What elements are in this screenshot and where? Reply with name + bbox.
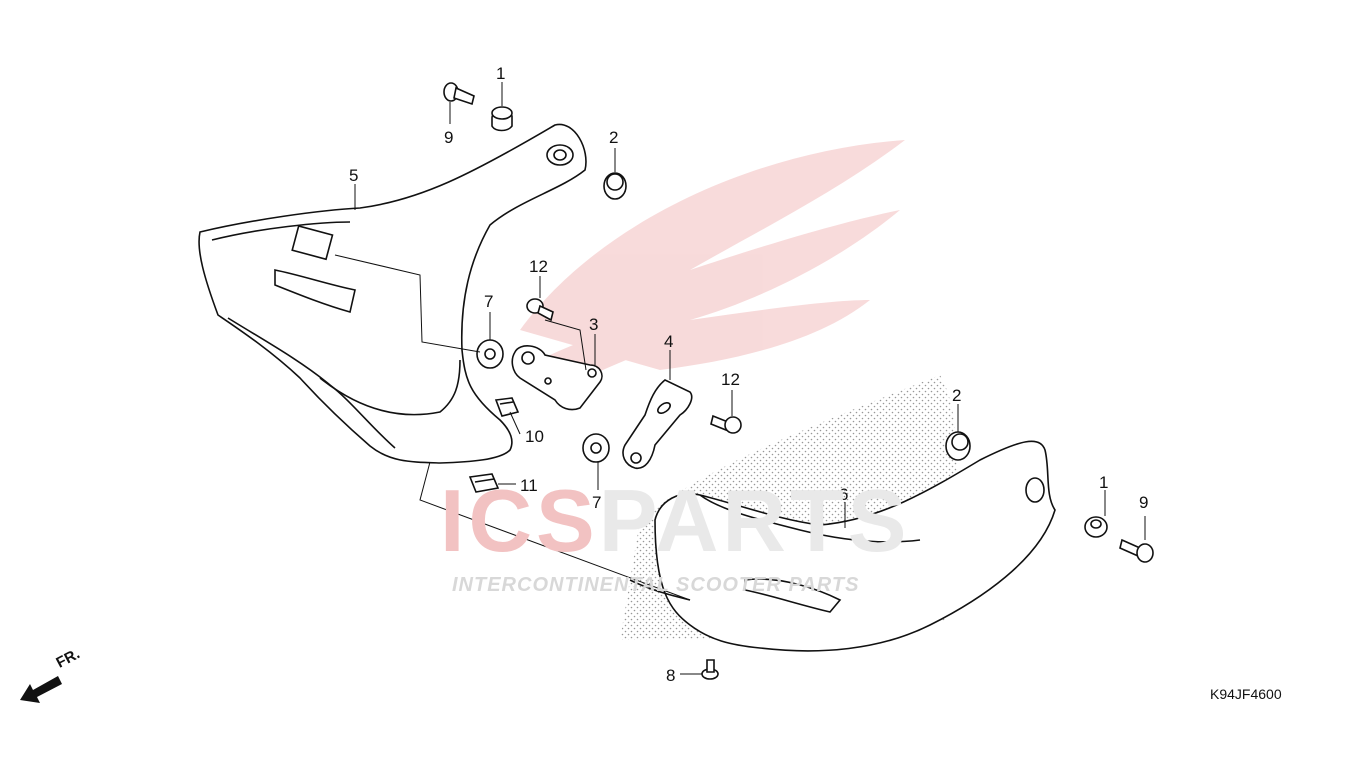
part-5-side-cover[interactable] xyxy=(198,123,587,464)
callout-1: 1 xyxy=(496,64,505,83)
part-11-clip[interactable] xyxy=(468,473,500,493)
callout-12: 12 xyxy=(721,370,740,389)
callout-8: 8 xyxy=(666,666,675,685)
callout-6: 6 xyxy=(839,485,848,504)
part-6-side-cover[interactable] xyxy=(629,440,1056,652)
callout-9: 9 xyxy=(444,128,453,147)
callout-4: 4 xyxy=(664,332,673,351)
callout-1: 1 xyxy=(1099,473,1108,492)
part-1-collar-b[interactable] xyxy=(1084,516,1108,538)
part-2-grommet-b[interactable] xyxy=(945,431,971,461)
callout-2: 2 xyxy=(952,386,961,405)
callout-7: 7 xyxy=(484,292,493,311)
diagram-code: K94JF4600 xyxy=(1210,686,1282,702)
callouts: 1 9 2 5 12 7 3 4 12 2 10 11 7 6 1 9 8 xyxy=(349,64,1148,685)
callout-7: 7 xyxy=(592,493,601,512)
front-direction-arrow-icon xyxy=(20,676,62,703)
part-7-washer-b[interactable] xyxy=(582,433,610,463)
callout-12: 12 xyxy=(529,257,548,276)
callout-5: 5 xyxy=(349,166,358,185)
callout-2: 2 xyxy=(609,128,618,147)
callout-9: 9 xyxy=(1139,493,1148,512)
part-7-washer-a[interactable] xyxy=(476,339,504,369)
leader-lines xyxy=(334,82,1146,675)
part-12-bolt-b[interactable] xyxy=(710,414,742,434)
watermark-logo: ICSPARTS xyxy=(440,471,911,570)
part-4-bracket[interactable] xyxy=(622,379,693,469)
part-3-bracket[interactable] xyxy=(511,345,603,411)
part-9-bolt-a[interactable] xyxy=(443,82,475,106)
part-1-collar-a[interactable] xyxy=(491,106,513,132)
part-10-clip[interactable] xyxy=(494,397,520,417)
part-2-grommet-a[interactable] xyxy=(603,172,627,200)
callout-10: 10 xyxy=(525,427,544,446)
callout-11: 11 xyxy=(520,476,538,495)
watermark-wing-logo xyxy=(520,140,905,390)
watermark-tagline: INTERCONTINENTAL SCOOTER PARTS xyxy=(452,574,860,596)
callout-3: 3 xyxy=(589,315,598,334)
part-8-screw[interactable] xyxy=(701,659,719,680)
part-9-bolt-b[interactable] xyxy=(1119,538,1154,563)
part-12-bolt-a[interactable] xyxy=(526,298,554,322)
